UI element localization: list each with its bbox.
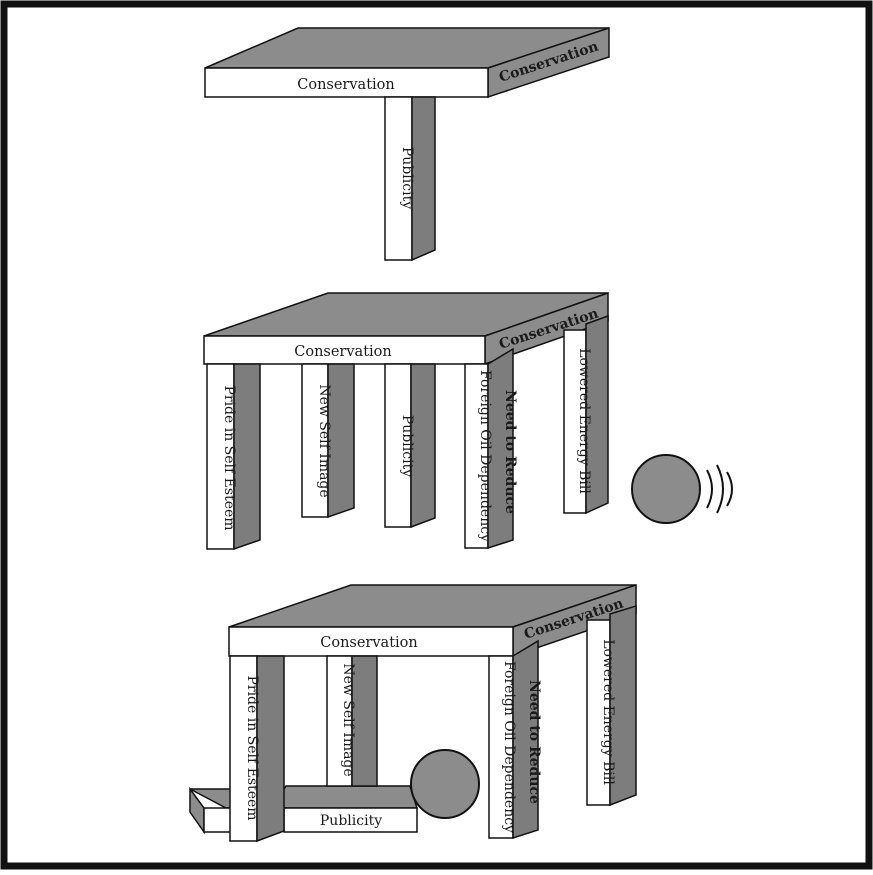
motion-line	[726, 471, 733, 507]
panel-knocked-leg: Conservation Conservation Publicity Prid…	[189, 583, 637, 843]
fallen-leg-top	[189, 785, 419, 809]
leg-front	[206, 363, 235, 550]
leg-side	[512, 639, 539, 840]
table-top-front-label: Conservation	[320, 635, 418, 651]
table-top-front-label: Conservation	[297, 77, 395, 93]
leg-side	[327, 363, 355, 519]
leg-label-publicity: Publicity	[399, 147, 415, 209]
leg-label-energy-bill: Lowered Energy Bill	[600, 639, 616, 785]
fallen-leg-front	[283, 807, 418, 833]
leg-front	[301, 363, 329, 518]
leg-front	[384, 96, 413, 261]
leg-label-energy-bill: Lowered Energy Bill	[576, 348, 592, 494]
leg-side	[585, 314, 609, 515]
leg-label-foreign-oil: Foreign Oil Dependency	[501, 661, 517, 833]
leg-front	[229, 655, 258, 842]
ball	[410, 749, 480, 819]
leg-side	[351, 655, 378, 787]
leg-label-foreign-oil: Foreign Oil Dependency	[477, 370, 493, 542]
fallen-leg-label-publicity: Publicity	[320, 813, 382, 829]
leg-label-self-image: New Self Image	[316, 384, 332, 497]
leg-side	[609, 604, 637, 807]
table-top-front-face	[228, 626, 514, 657]
leg-side	[487, 347, 514, 550]
table-top-front-face	[204, 67, 489, 98]
table-top-front-face	[203, 335, 486, 365]
leg-label-need-to-reduce: Need to Reduce	[502, 390, 518, 514]
motion-line	[706, 469, 713, 509]
table-top-front-label: Conservation	[294, 344, 392, 360]
leg-label-need-to-reduce: Need to Reduce	[526, 680, 542, 804]
leg-front	[326, 655, 353, 787]
rolling-ball	[631, 454, 701, 524]
leg-side	[410, 363, 436, 529]
leg-label-pride: Pride in Self Esteem	[244, 675, 260, 820]
motion-line	[716, 464, 724, 514]
leg-label-publicity: Publicity	[399, 415, 415, 477]
leg-side	[256, 655, 285, 843]
panel-five-legs: Conservation Conservation Pride in Self …	[203, 291, 733, 551]
leg-front	[384, 363, 412, 528]
leg-side	[411, 96, 436, 262]
leg-label-self-image: New Self Image	[340, 663, 356, 776]
leg-front	[488, 655, 514, 839]
leg-side	[233, 363, 261, 551]
leg-label-pride: Pride in Self Esteem	[221, 385, 237, 530]
